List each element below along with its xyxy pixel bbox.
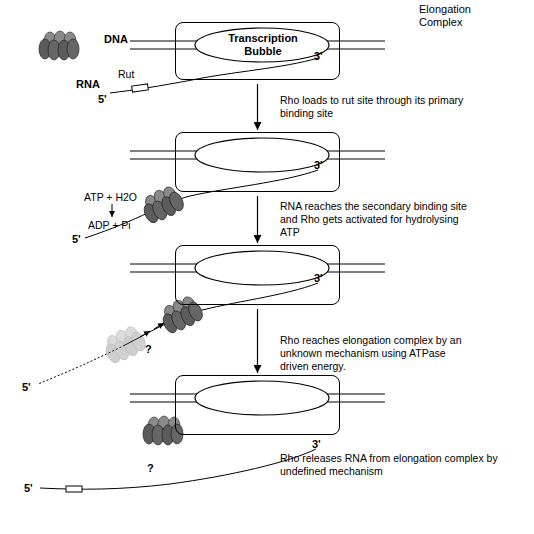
transcription-bubble	[195, 28, 329, 62]
rna-end-label: 3'	[312, 438, 330, 451]
step-arrow	[257, 196, 258, 243]
rut-site	[132, 84, 149, 92]
strand-end: 5'	[72, 233, 81, 247]
strand-end: 5'	[98, 93, 107, 107]
elongation-complex: Elongation ComplexTranscription Bubble3'	[175, 22, 340, 80]
step-arrow	[257, 309, 258, 373]
rna-end-label: 3'	[314, 272, 332, 285]
complex-label: Elongation Complex	[419, 3, 481, 29]
rho-hexamer-faded	[100, 323, 149, 366]
bubble-label: Transcription Bubble	[218, 32, 308, 58]
site-name: Rut	[118, 68, 134, 81]
transcription-bubble	[195, 138, 329, 172]
rna-strand	[40, 449, 316, 489]
elongation-complex: 3'	[175, 375, 340, 435]
step-description: Rho reaches elongation complex by an unk…	[280, 334, 475, 373]
rna-end-label: 3'	[314, 159, 332, 172]
reaction-text: ADP + Pi	[88, 219, 131, 232]
rho-hexamer	[143, 416, 183, 445]
unknown-mark: ?	[147, 462, 154, 476]
transcription-bubble	[195, 251, 329, 285]
reaction-text: ATP + H2O	[84, 191, 137, 204]
rut-site	[66, 486, 82, 492]
transcription-bubble	[195, 381, 329, 415]
rna-end-label: 3'	[314, 50, 332, 63]
step-description: Rho releases RNA from elongation complex…	[280, 452, 520, 478]
elongation-complex: 3'	[175, 245, 340, 305]
step-description: Rho loads to rut site through its primar…	[280, 94, 475, 120]
elongation-complex: 3'	[175, 132, 340, 192]
strand-end: 5'	[24, 482, 33, 496]
step-description: RNA reaches the secondary binding site a…	[280, 200, 475, 239]
rho-hexamer	[39, 31, 79, 60]
strand-name: RNA	[76, 78, 100, 92]
movement-arrow	[154, 323, 164, 329]
unknown-mark: ?	[145, 343, 152, 357]
step-arrow	[257, 84, 258, 130]
reaction-arrow	[112, 204, 113, 217]
strand-name: DNA	[104, 33, 128, 47]
rna-strand	[110, 58, 318, 93]
rho-hexamer	[157, 293, 206, 336]
rho-hexamer	[138, 183, 187, 226]
movement-arrow	[140, 331, 150, 337]
strand-end: 5'	[22, 381, 31, 395]
